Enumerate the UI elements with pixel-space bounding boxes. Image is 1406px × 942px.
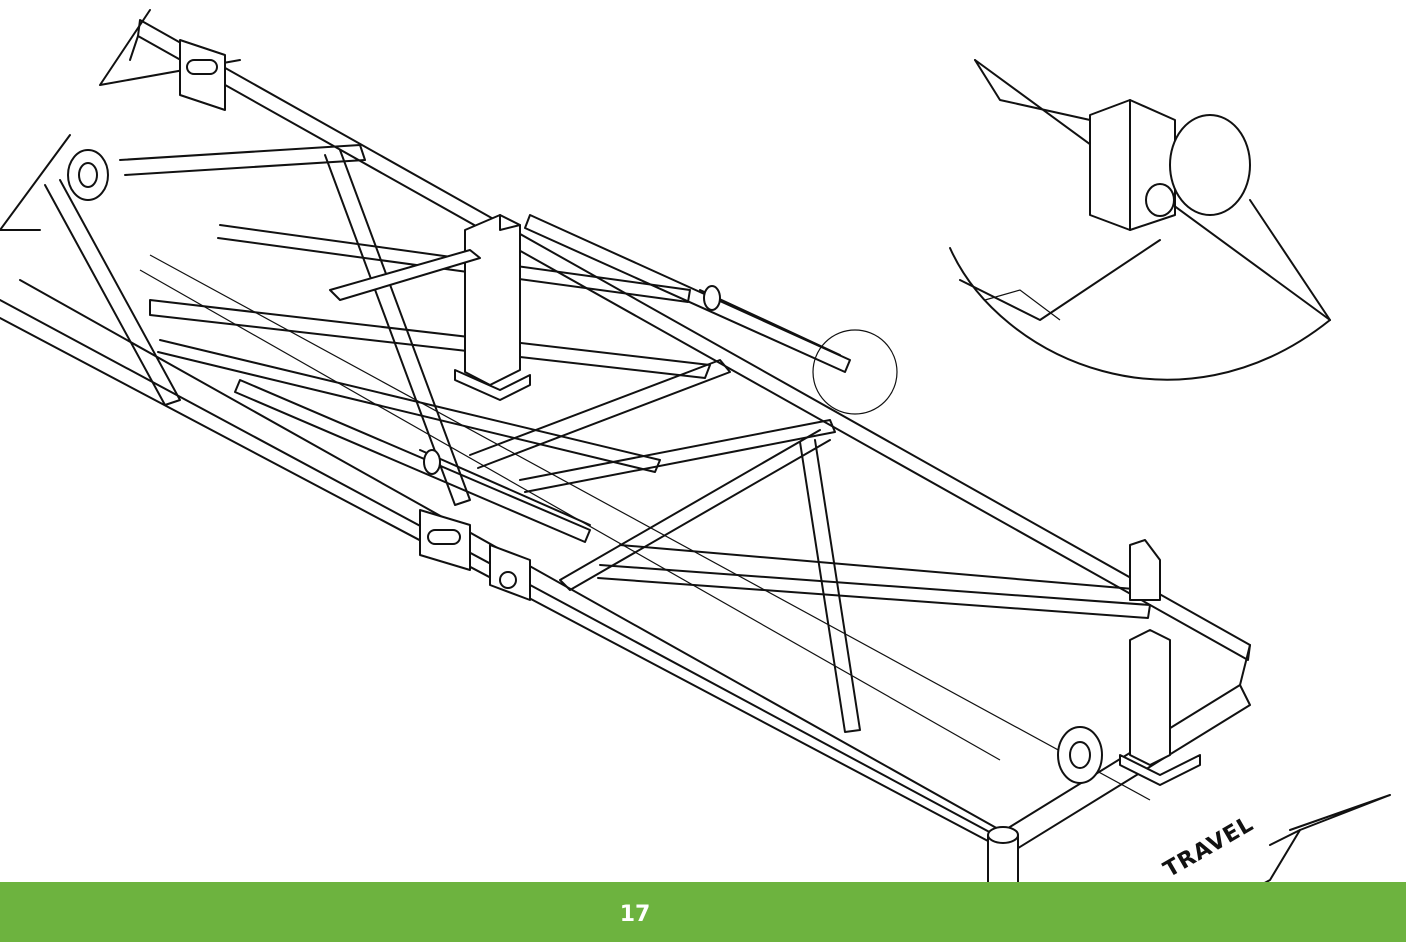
- page-number: 17: [619, 902, 651, 927]
- footer-bar: [0, 882, 1406, 942]
- cross-braces: [44, 144, 1151, 733]
- hydraulic-cylinders: [234, 214, 851, 543]
- pivot-plates: [179, 39, 531, 601]
- detail-marker: [812, 329, 898, 415]
- hubs: [67, 149, 1103, 784]
- center-post: [329, 214, 531, 401]
- boom-frame: [0, 9, 1251, 851]
- rear-post: [1119, 539, 1201, 786]
- detail-view: [949, 59, 1331, 381]
